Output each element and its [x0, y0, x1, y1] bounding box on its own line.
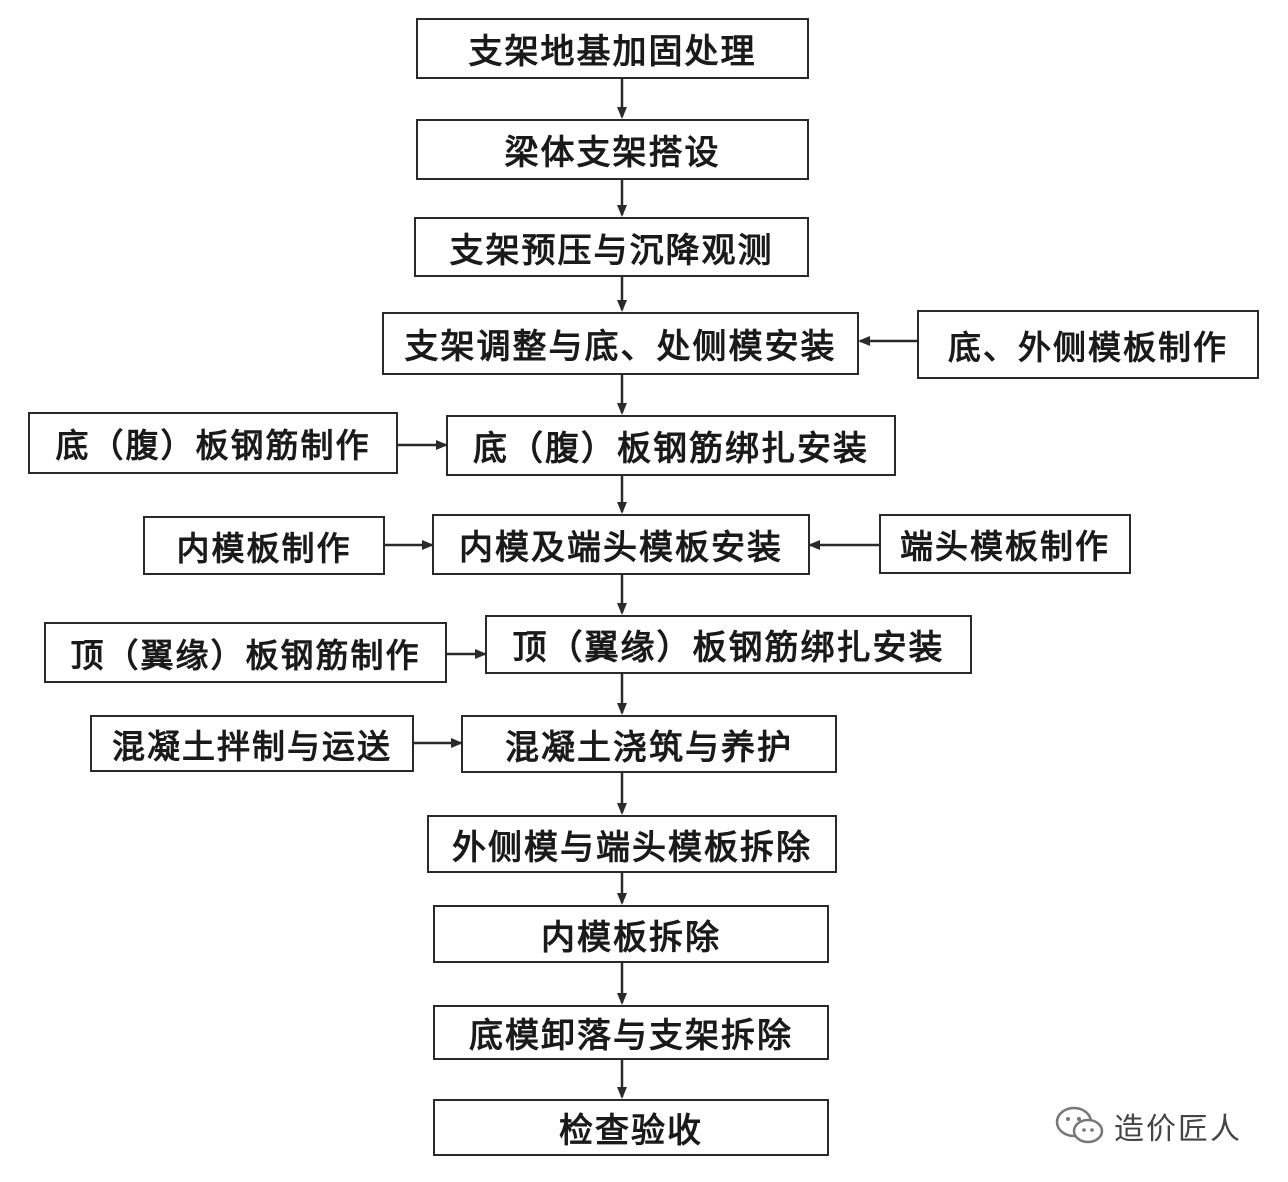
step-top-rebar-install: 顶（翼缘）板钢筋绑扎安装	[485, 615, 972, 674]
step-preload-settlement: 支架预压与沉降观测	[414, 217, 809, 277]
side-top-rebar-fabrication: 顶（翼缘）板钢筋制作	[44, 622, 447, 683]
side-concrete-mixing-transport: 混凝土拌制与运送	[90, 715, 414, 772]
side-formwork-fabrication: 底、外侧模板制作	[917, 310, 1259, 379]
side-inner-formwork-fabrication: 内模板制作	[143, 516, 385, 575]
step-support-adjust-formwork-install: 支架调整与底、处侧模安装	[382, 312, 859, 375]
side-end-formwork-fabrication: 端头模板制作	[879, 514, 1131, 574]
watermark: 造价匠人	[1054, 1100, 1274, 1152]
step-concrete-pouring-curing: 混凝土浇筑与养护	[461, 715, 837, 773]
step-inspection-acceptance: 检查验收	[433, 1099, 829, 1156]
wechat-icon	[1055, 1106, 1104, 1144]
step-bottom-rebar-install: 底（腹）板钢筋绑扎安装	[446, 415, 896, 476]
step-outer-end-formwork-removal: 外侧模与端头模板拆除	[427, 815, 837, 873]
step-inner-formwork-removal: 内模板拆除	[433, 905, 829, 963]
step-foundation-reinforcement: 支架地基加固处理	[416, 18, 809, 79]
watermark-text: 造价匠人	[1114, 1112, 1242, 1147]
step-inner-end-formwork-install: 内模及端头模板安装	[432, 514, 810, 575]
step-support-erection: 梁体支架搭设	[416, 119, 809, 180]
side-bottom-rebar-fabrication: 底（腹）板钢筋制作	[28, 412, 398, 474]
step-bottom-formwork-support-removal: 底模卸落与支架拆除	[433, 1005, 829, 1060]
